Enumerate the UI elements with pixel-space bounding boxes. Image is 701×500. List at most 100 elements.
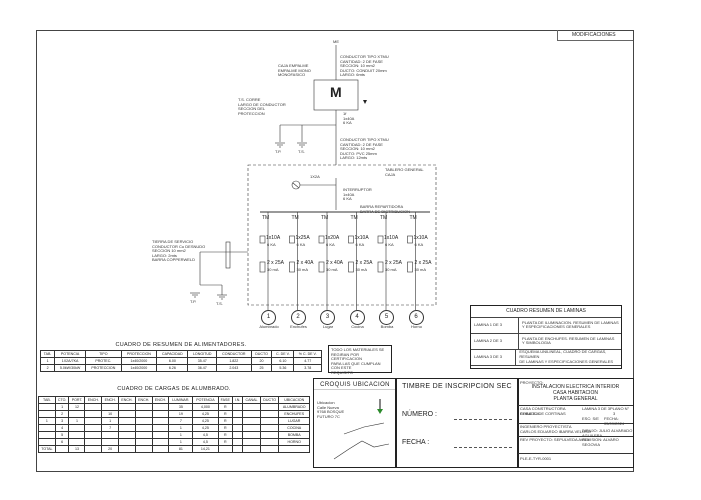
loads-header-cell: FASE <box>217 396 233 404</box>
loads-cell: 4,5 <box>192 438 219 446</box>
feeders-cell: 1x40/2000 <box>120 364 158 372</box>
circuit-breaker: 1x25A <box>295 235 310 241</box>
circuit-differential-ma: 30 mA <box>326 267 338 272</box>
location-box: CROQUIS UBICACION Ubicacion Calle Nueva … <box>313 378 397 468</box>
loads-total-cell: 14,21 <box>192 445 219 453</box>
project-title-line-2: CASA HABITACION <box>553 389 598 396</box>
loads-cell: 1 <box>54 403 70 411</box>
differential-symbol <box>259 261 266 273</box>
loads-cell: 4,25 <box>192 410 219 418</box>
location-map <box>314 389 396 460</box>
feeders-cell: 1.822 <box>215 357 252 365</box>
loads-cell <box>68 410 86 418</box>
loads-cell: 7 <box>168 417 194 425</box>
loads-cell <box>38 424 56 432</box>
loads-total-cell: 13 <box>68 445 86 453</box>
circuit-differential: 2 x 25A <box>414 260 432 266</box>
loads-cell <box>259 417 280 425</box>
loads-total-cell <box>278 445 310 453</box>
loads-cell: 1 <box>38 417 56 425</box>
differential-symbol <box>318 261 325 273</box>
feeders-cell: 20 <box>250 357 273 365</box>
loads-cell <box>259 438 280 446</box>
panel-main-note: TABLERO GENERAL CAJA <box>385 167 424 177</box>
plan-number-label: PLANO N° <box>610 406 630 411</box>
project-label: PROYECTO: <box>520 380 544 385</box>
loads-cell <box>151 438 170 446</box>
loads-cell: R <box>217 431 233 439</box>
circuit-differential-ma: 30 mA <box>296 267 309 272</box>
circuit-breaker: 1x10A <box>413 235 428 241</box>
loads-cell: 1 <box>168 424 194 432</box>
breaker-symbol <box>318 235 325 244</box>
stamp-date-label: FECHA : <box>402 439 430 446</box>
loads-cell <box>134 417 153 425</box>
loads-cell <box>242 424 261 432</box>
loads-header-cell: ENCH. <box>84 396 103 404</box>
loads-cell <box>101 431 120 439</box>
circuit-number-circle: 5 <box>379 310 394 325</box>
sheet-frame <box>36 30 634 472</box>
circuit-name: Bomba <box>380 324 394 329</box>
feeders-cell: 35.47 <box>187 357 217 365</box>
feeders-cell: PROTEC. <box>85 357 122 365</box>
loads-cell: 4,25 <box>192 424 219 432</box>
title-divider-2 <box>518 423 633 424</box>
review: REVISION: ALVARO SEGOVIA <box>582 437 619 447</box>
feeders-cell: 6.10 <box>271 357 295 365</box>
feeders-cell: 1x40/2000 <box>120 357 158 365</box>
loads-cell <box>134 424 153 432</box>
loads-table: TAB.CTO.PORT.ENCH.ENCH.ENCH.ENCH.ENCH.LU… <box>38 396 310 453</box>
loads-cell <box>231 410 244 418</box>
loads-cell: R <box>217 403 233 411</box>
loads-header-cell: TAB. <box>38 396 56 404</box>
feeders-header-cell: % C. DE V. <box>293 350 322 358</box>
loads-cell <box>68 438 86 446</box>
loads-header-cell: I.N. <box>231 396 244 404</box>
loads-header-cell: ENCH. <box>134 396 153 404</box>
loads-cell: R <box>217 438 233 446</box>
loads-cell: R <box>217 417 233 425</box>
loads-cell <box>118 424 136 432</box>
supply-top-label: ME <box>333 39 339 44</box>
loads-cell: R <box>217 410 233 418</box>
circuit-name: Horno <box>411 324 422 329</box>
circuit-number-circle: 3 <box>320 310 335 325</box>
loads-cell: ENCHUFES <box>278 410 310 418</box>
project-title: INSTALACION ELECTRICA INTERIOR CASA HABI… <box>518 384 633 402</box>
loads-cell: R <box>217 424 233 432</box>
location-address: Ubicacion Calle Nueva 9768 BOSQUE FUTURO… <box>317 400 345 419</box>
feeders-header-cell: PROTECCION <box>120 350 158 358</box>
loads-total-cell <box>151 445 170 453</box>
breaker-symbol <box>289 235 295 244</box>
circuit-breaker: 1x10A <box>354 235 369 241</box>
feeders-header-cell: LONGITUD <box>187 350 217 358</box>
loads-header-cell: UBICACION <box>278 396 310 404</box>
plan-number-value: 3 <box>613 411 616 416</box>
meter-letter: M <box>330 84 342 100</box>
loads-cell <box>134 438 153 446</box>
loads-cell <box>242 438 261 446</box>
loads-cell <box>68 424 86 432</box>
circuit-differential: 2 x 25A <box>355 260 373 266</box>
loads-total-cell: 81 <box>168 445 194 453</box>
differential-symbol <box>407 261 413 273</box>
loads-header-cell: ENCH. <box>151 396 170 404</box>
drawing-code: PLE-E-TYR-0001 <box>520 456 552 461</box>
circuit-tag: TM <box>380 215 388 221</box>
stamp-date-line <box>454 447 512 448</box>
circuit-name: Cocina <box>351 324 364 329</box>
title-divider-4 <box>518 453 633 454</box>
owner: CASA CONSTRUCTORA ROBADO DE CORTINAS <box>520 406 566 416</box>
loads-table-wrap: CUADRO DE CARGAS DE ALUMBRADO. TAB.CTO.P… <box>38 386 310 453</box>
modifications-label: MODIFICACIONES <box>572 32 616 38</box>
loads-header-cell: LUMINAR. <box>168 396 194 404</box>
breaker-symbol <box>407 235 413 244</box>
ground-note-1: T.S. CORRE LARGO DE CONDUCTOR SECCION DE… <box>238 97 286 116</box>
designer-name: CARLOS EDUARDO IBARRA VELOSO <box>520 429 591 434</box>
